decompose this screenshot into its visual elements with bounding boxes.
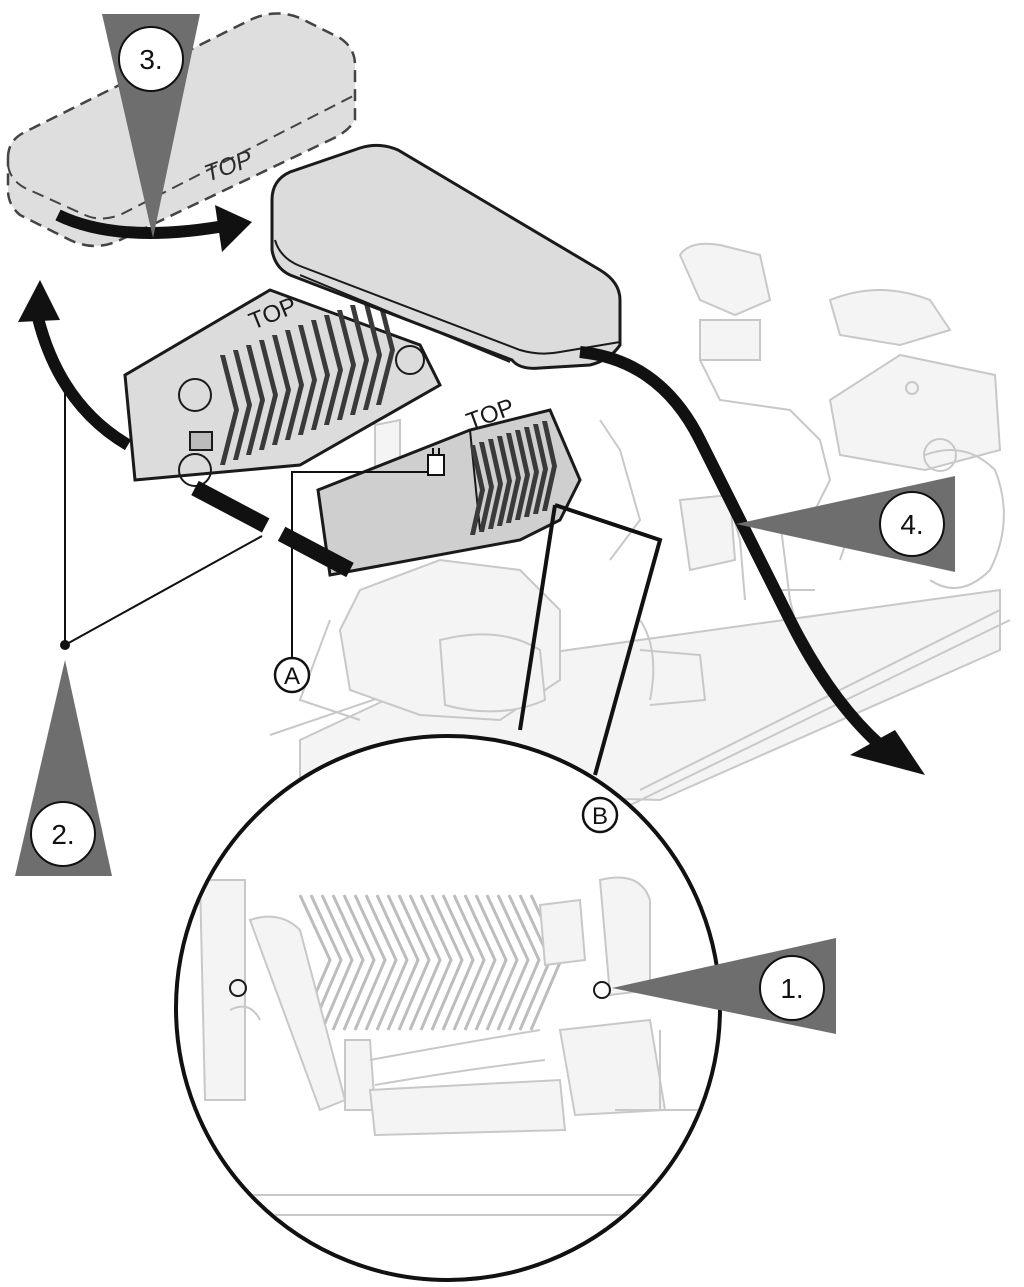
callout-B: B [581, 796, 619, 834]
detail-fin [331, 894, 365, 1031]
step-2-label: 2. [51, 819, 74, 850]
step-4-label: 4. [900, 509, 923, 540]
detail-fin [441, 894, 475, 1031]
callout-A: A [273, 656, 311, 694]
detail-fin [430, 894, 464, 1031]
cover-plate [270, 143, 622, 370]
fin-plate [337, 310, 356, 420]
detail-fin [353, 894, 387, 1031]
fin-plate [515, 430, 530, 520]
detail-fin [496, 894, 530, 1031]
step-1-label: 1. [780, 973, 803, 1004]
detail-fin [419, 894, 453, 1031]
middle-exchanger: TOP [123, 288, 442, 487]
detail-callout [174, 503, 722, 1282]
detail-fin [507, 894, 541, 1031]
step-3-label: 3. [139, 44, 162, 75]
detail-fin [375, 894, 409, 1031]
fin-plate [285, 330, 304, 440]
fin-plate [311, 320, 330, 430]
lower-exchanger-fins [470, 421, 557, 535]
detail-fin [397, 894, 431, 1031]
fin-plate [298, 325, 317, 435]
step-marker-1: 1. [612, 938, 836, 1034]
step-marker-3: 3. [102, 14, 200, 238]
detail-fin [320, 894, 354, 1031]
movement-arrows [18, 205, 925, 775]
fin-plate [363, 300, 382, 410]
detail-fin [485, 894, 519, 1031]
fin-plate [350, 305, 369, 415]
fin-plate [542, 421, 557, 511]
detail-fin [386, 894, 420, 1031]
fin-plate [524, 427, 539, 517]
fin-plate [246, 345, 265, 455]
lower-exchanger: TOP [316, 394, 582, 577]
fin-plate [272, 335, 291, 445]
fin-plate [497, 436, 512, 526]
step-marker-4: 4. [736, 476, 955, 572]
detail-fin [408, 894, 442, 1031]
arrow-head-step-2 [18, 280, 60, 322]
fin-plate [488, 439, 503, 529]
detail-circle [174, 734, 722, 1282]
arrow-head-step-4 [850, 730, 925, 775]
fin-plate [233, 350, 252, 460]
connector-icon [427, 448, 445, 476]
detail-circle-content [198, 876, 700, 1216]
callout-B-label: B [592, 803, 608, 830]
cover-plate-ghost: TOP [6, 12, 357, 248]
callout-A-label: A [284, 663, 300, 690]
fin-plate [479, 442, 494, 532]
fin-plate [259, 340, 278, 450]
arrow-head-step-3 [215, 205, 252, 252]
detail-fin [364, 894, 398, 1031]
fin-plate [533, 424, 548, 514]
detail-fin [463, 894, 497, 1031]
detail-fin [474, 894, 508, 1031]
step-marker-2: 2. [15, 660, 112, 876]
fin-plate [470, 445, 485, 535]
fin-plate [220, 355, 239, 465]
detail-fin [342, 894, 376, 1031]
fin-plate [506, 433, 521, 523]
fin-plate [324, 315, 343, 425]
middle-exchanger-fins [220, 295, 395, 465]
fin-plate [376, 295, 395, 405]
detail-fin [452, 894, 486, 1031]
